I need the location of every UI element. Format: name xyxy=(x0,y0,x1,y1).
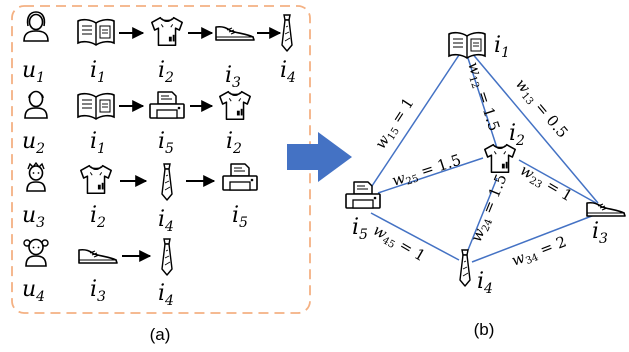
item-label: i5 xyxy=(232,203,248,231)
sequence-row-u4: u4 i3 i4 xyxy=(22,238,174,309)
sequence-row-u3: u3 i2 i4 i5 xyxy=(22,162,258,235)
item-label: i1 xyxy=(90,129,106,157)
edge-i1-i3 xyxy=(470,51,599,204)
tshirt-icon xyxy=(151,16,183,47)
weight-label-w25: w25 = 1.5 xyxy=(390,151,464,192)
panel-a: u1 i1 i2 i3 i4 u2 i1 i5 i2 xyxy=(11,5,311,344)
tshirt-icon xyxy=(80,164,112,195)
user-u4-icon xyxy=(23,238,49,267)
edge-weight-labels: w15 = 1 w12 = 1.5 w13 = 0.5 w25 = 1.5 w2… xyxy=(370,60,576,271)
edge-i3-i4 xyxy=(471,213,598,263)
shoe-icon xyxy=(215,25,255,41)
sequence-row-u2: u2 i1 i5 i2 xyxy=(22,90,251,157)
node-i5-printer-icon xyxy=(345,181,381,209)
node-label-i2: i2 xyxy=(509,121,525,149)
weight-label-w24: w24 = 1.5 xyxy=(467,171,512,245)
item-label: i1 xyxy=(90,58,106,86)
item-label: i2 xyxy=(90,203,106,231)
tshirt-icon xyxy=(219,90,251,121)
panel-a-caption: (a) xyxy=(150,325,171,344)
item-label: i4 xyxy=(280,58,296,86)
graph-edges xyxy=(365,51,599,263)
weight-label-w15: w15 = 1 xyxy=(371,94,419,153)
book-icon xyxy=(77,18,115,46)
user-label-u2: u2 xyxy=(22,129,45,157)
tie-icon xyxy=(161,163,173,201)
node-label-i4: i4 xyxy=(477,269,493,297)
user-label-u1: u1 xyxy=(22,58,45,86)
weight-label-w12: w12 = 1.5 xyxy=(462,60,503,134)
item-label: i4 xyxy=(158,281,174,309)
node-i2-tshirt-icon xyxy=(483,143,517,174)
item-label: i3 xyxy=(225,63,241,91)
item-label: i2 xyxy=(226,129,242,157)
node-label-i5: i5 xyxy=(352,215,368,243)
user-label-u3: u3 xyxy=(22,203,45,231)
edge-i1-i2 xyxy=(465,51,498,149)
weight-label-w23: w23 = 1 xyxy=(516,161,576,207)
panel-a-frame xyxy=(11,5,311,314)
printer-icon xyxy=(149,91,185,119)
tie-icon xyxy=(161,238,173,276)
node-i1-book-icon xyxy=(448,31,486,59)
item-label: i4 xyxy=(158,207,174,235)
tie-icon xyxy=(281,14,293,52)
edge-i2-i4 xyxy=(467,177,498,251)
node-i4-tie-icon xyxy=(459,249,471,287)
shoe-icon xyxy=(78,248,118,264)
weight-label-w34: w34 = 2 xyxy=(509,232,570,271)
item-label: i5 xyxy=(158,129,174,157)
user-u1-icon xyxy=(23,11,49,42)
user-label-u4: u4 xyxy=(22,277,45,305)
user-u2-icon xyxy=(24,90,48,119)
edge-i5-i2 xyxy=(377,157,484,194)
edge-i2-i3 xyxy=(518,159,597,204)
edge-i1-i5 xyxy=(365,51,462,196)
printer-icon xyxy=(222,163,258,191)
node-label-i3: i3 xyxy=(592,219,608,247)
item-label: i3 xyxy=(90,277,106,305)
panel-b: i1 i2 i3 i4 i5 w15 = 1 w12 = 1.5 w13 = 0… xyxy=(345,31,626,339)
edge-i5-i4 xyxy=(370,212,460,261)
book-icon xyxy=(77,92,115,120)
node-label-i1: i1 xyxy=(494,33,510,61)
transform-arrow-icon xyxy=(287,132,352,182)
user-u3-icon xyxy=(26,162,46,192)
node-i3-shoe-icon xyxy=(586,201,626,217)
item-label: i2 xyxy=(158,58,174,86)
panel-b-caption: (b) xyxy=(474,320,495,339)
sequence-row-u1: u1 i1 i2 i3 i4 xyxy=(22,11,296,91)
